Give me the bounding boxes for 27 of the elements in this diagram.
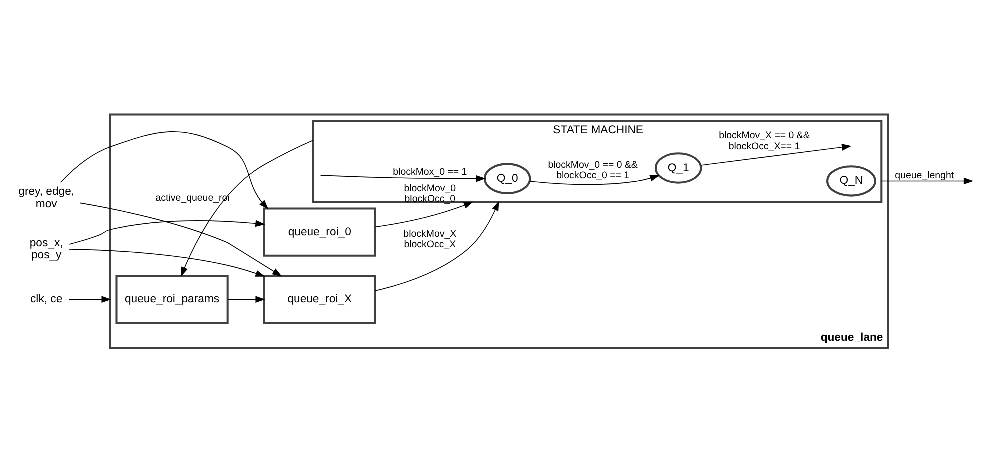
- arrow: [227, 296, 266, 304]
- arrow: [375, 202, 474, 228]
- node-ellipse: Q_1: [654, 152, 702, 184]
- edge-label: blockMov_0 == 0 && blockOcc_0 == 1: [548, 160, 638, 182]
- node-box: queue_roi_X: [263, 275, 376, 324]
- arrow: [700, 144, 852, 166]
- arrow: [68, 249, 266, 277]
- node-ellipse: Q_N: [826, 166, 876, 197]
- arrow: [375, 201, 500, 292]
- arrow: [181, 140, 314, 277]
- edge-label: blockMov_X == 0 && blockOcc_X== 1: [719, 130, 810, 152]
- node-box: queue_roi_params: [116, 275, 229, 324]
- node-ellipse: Q_0: [484, 163, 532, 194]
- arrow: [68, 296, 112, 304]
- node-text: clk, ce: [30, 294, 63, 306]
- arrow: [60, 132, 269, 210]
- edge-label: queue_lenght: [895, 170, 954, 182]
- arrow: [320, 175, 486, 182]
- edge-label: blockMox_0 == 1: [393, 167, 468, 178]
- edge-label: blockMov_X blockOcc_X: [404, 228, 457, 250]
- arrow: [69, 220, 266, 245]
- node-text: grey, edge, mov: [18, 186, 75, 210]
- node-box: queue_roi_0: [263, 208, 376, 257]
- arrow: [80, 202, 282, 277]
- arrow: [529, 175, 660, 186]
- arrow: [881, 178, 974, 185]
- node-text: pos_x, pos_y: [30, 237, 64, 262]
